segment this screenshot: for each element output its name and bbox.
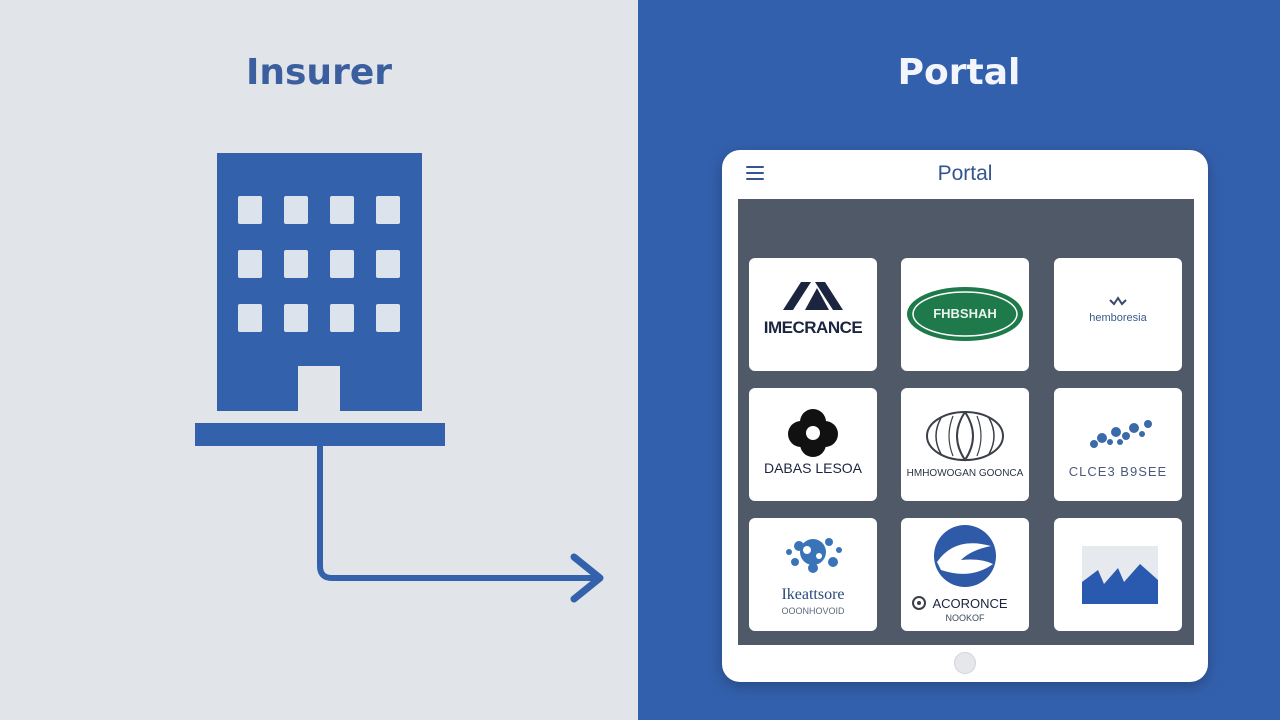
building-door bbox=[298, 366, 340, 411]
insurer-logo-tile[interactable]: FHBSHAH bbox=[901, 258, 1029, 371]
building-icon bbox=[217, 153, 422, 411]
insurer-logo-tile[interactable]: IMECRANCE bbox=[749, 258, 877, 371]
scatter-dots-logo-icon bbox=[1090, 420, 1152, 448]
insurer-logo-tile[interactable]: hemboresia bbox=[1054, 258, 1182, 371]
tile-label: CLCE3 B9SEE bbox=[1068, 464, 1168, 479]
building-window bbox=[330, 250, 354, 278]
green-oval-logo-icon bbox=[907, 287, 1023, 341]
tile-sublabel: NOOKOF bbox=[945, 613, 985, 623]
tile-label: FHBSHAH bbox=[933, 306, 997, 321]
tablet-header: Portal bbox=[722, 150, 1208, 198]
tablet-title: Portal bbox=[937, 162, 993, 185]
insurer-title: Insurer bbox=[245, 52, 392, 93]
tile-label: ACORONCE bbox=[932, 596, 1008, 611]
building-window bbox=[238, 250, 262, 278]
tablet-device: Portal IMECRANCE FHBSHAH hemboresia bbox=[722, 150, 1208, 682]
blue-swoosh-circle-logo-icon bbox=[912, 525, 996, 610]
tile-label: DABAS LESOA bbox=[763, 460, 863, 476]
hamburger-menu-icon[interactable] bbox=[746, 166, 764, 180]
tile-label: IMECRANCE bbox=[763, 318, 863, 337]
insurer-logo-tile[interactable]: DABAS LESOA bbox=[749, 388, 877, 501]
globe-leaves-logo-icon bbox=[926, 411, 1004, 462]
building-window bbox=[284, 250, 308, 278]
home-button[interactable] bbox=[954, 652, 976, 674]
building-window bbox=[376, 196, 400, 224]
insurer-logo-tile[interactable]: Ikeattsore OOONHOVOID bbox=[749, 518, 877, 631]
chevron-mountain-logo-icon bbox=[783, 282, 843, 310]
building-window bbox=[376, 250, 400, 278]
insurer-logo-tile[interactable]: HMHOWOGAN GOONCA bbox=[901, 388, 1029, 501]
tile-label: hemboresia bbox=[1089, 312, 1147, 324]
building-base bbox=[195, 423, 445, 446]
building-window bbox=[330, 304, 354, 332]
building-window bbox=[238, 304, 262, 332]
building-window bbox=[238, 196, 262, 224]
tile-label: HMHOWOGAN GOONCA bbox=[906, 468, 1024, 479]
splash-logo-icon bbox=[786, 538, 842, 573]
building-window bbox=[330, 196, 354, 224]
black-blob-logo-icon bbox=[788, 409, 838, 457]
tile-label: Ikeattsore bbox=[781, 586, 845, 603]
portal-title: Portal bbox=[897, 52, 1021, 93]
tile-sublabel: OOONHOVOID bbox=[781, 606, 845, 616]
insurer-logo-tile[interactable]: CLCE3 B9SEE bbox=[1054, 388, 1182, 501]
building-window bbox=[284, 196, 308, 224]
building-window bbox=[376, 304, 400, 332]
insurer-panel: Insurer bbox=[0, 0, 638, 720]
building-window bbox=[284, 304, 308, 332]
insurer-logo-tile[interactable]: ACORONCE NOOKOF bbox=[901, 518, 1029, 631]
small-mark-logo-icon bbox=[1109, 296, 1127, 306]
insurer-logo-tile[interactable] bbox=[1054, 518, 1182, 631]
blue-zigzag-logo-icon bbox=[1082, 546, 1158, 604]
portal-screen: IMECRANCE FHBSHAH hemboresia D bbox=[738, 199, 1194, 645]
